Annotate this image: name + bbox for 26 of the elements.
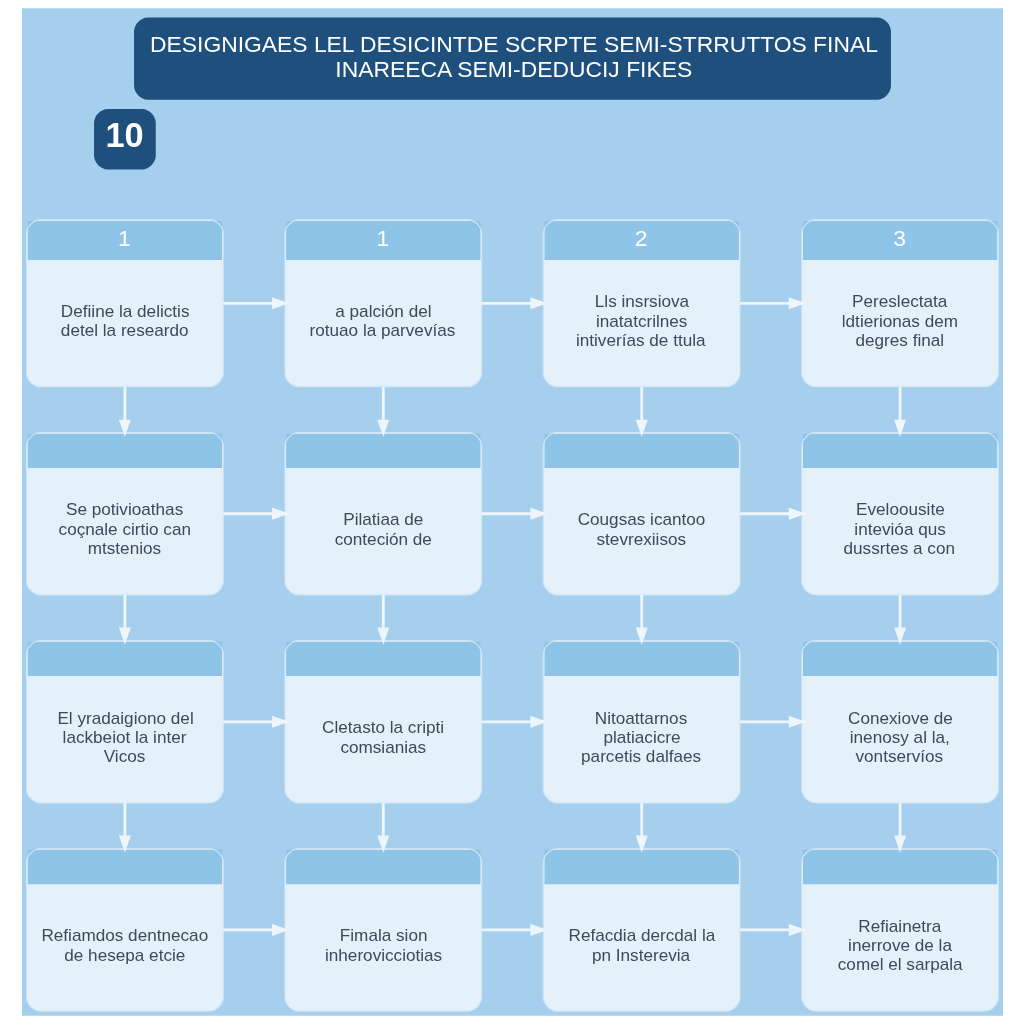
arrow [739, 923, 806, 936]
arrow [893, 803, 906, 853]
arrow [118, 387, 131, 437]
arrow [222, 923, 289, 936]
arrow [893, 387, 906, 437]
arrow [739, 715, 806, 728]
arrow [481, 923, 548, 936]
diagram-title: DESIGNIGAES LEL DESICINTDE SCRPTE SEMI-STRRUTTOS FINAL INAREECA SEMI-DEDUCIJ FIKES [149, 30, 878, 82]
arrow [635, 803, 648, 853]
arrow [222, 297, 289, 310]
label: 10 [104, 116, 144, 155]
arrow [739, 297, 806, 310]
arrow [222, 507, 289, 520]
arrow [376, 803, 389, 853]
arrow [739, 507, 806, 520]
arrow [222, 715, 289, 728]
arrow [481, 715, 548, 728]
arrow [481, 297, 548, 310]
arrow [635, 387, 648, 437]
arrow [118, 803, 131, 853]
arrow [893, 595, 906, 645]
arrow [635, 595, 648, 645]
arrow [118, 595, 131, 645]
arrow [376, 387, 389, 437]
arrow [481, 507, 548, 520]
arrow [376, 595, 389, 645]
